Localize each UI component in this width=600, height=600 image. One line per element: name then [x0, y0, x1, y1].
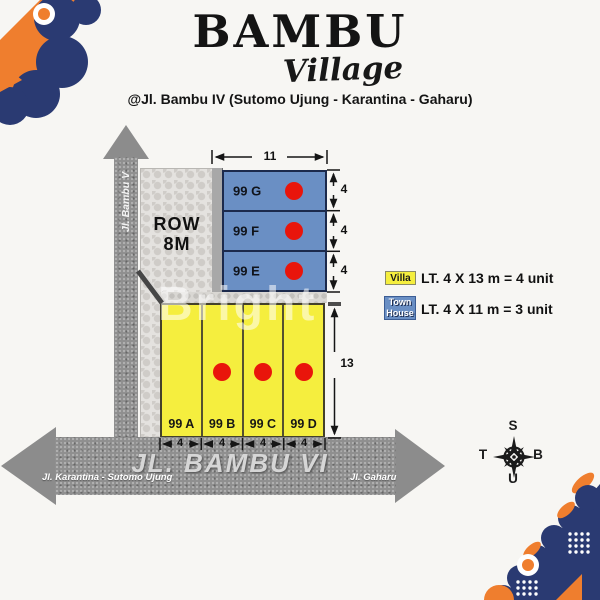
legend-townhouse-text: LT. 4 X 11 m = 3 unit — [421, 301, 553, 317]
legend-townhouse-chip-line1: Town — [388, 297, 412, 307]
compass-north-label: U — [508, 471, 518, 486]
page-title-script: Village — [282, 49, 404, 91]
sold-dot — [285, 182, 303, 200]
legend-villa-text: LT. 4 X 13 m = 4 unit — [421, 270, 554, 286]
row-label-line2: 8M — [163, 233, 191, 254]
corner-decoration-bottom-right — [484, 472, 600, 600]
lot-99c: 99 C — [244, 305, 285, 436]
lot-label: 99 D — [290, 417, 317, 431]
villa-block: 99 A 99 B 99 C 99 D — [160, 303, 325, 438]
address-line: @Jl. Bambu IV (Sutomo Ujung - Karantina … — [127, 91, 473, 107]
compass-rose-icon — [493, 436, 535, 478]
horizontal-road-left-label: Jl. Karantina - Sutomo Ujung — [42, 472, 173, 483]
sold-dot — [213, 363, 232, 381]
dim-width-99c: 4 — [259, 437, 267, 449]
horizontal-road-right-label: Jl. Gaharu — [350, 472, 397, 483]
vertical-road-arrowhead — [103, 125, 149, 159]
row-label: ROW 8M — [144, 214, 210, 255]
lot-label: 99 B — [208, 417, 236, 431]
page-title: BAMBU — [192, 5, 408, 58]
corner-decoration-top-left — [0, 0, 101, 125]
townhouse-block: 99 G 99 F 99 E — [222, 170, 327, 292]
lot-99f: 99 F — [224, 212, 325, 252]
row-label-line1: ROW — [153, 214, 201, 234]
lot-99d: 99 D — [284, 305, 323, 436]
lot-99g: 99 G — [224, 172, 325, 212]
dim-villa-depth: 13 — [340, 356, 354, 370]
dim-width-99d: 4 — [300, 437, 308, 449]
lot-label: 99 C — [249, 417, 277, 431]
legend-villa-chip: Villa — [385, 271, 416, 285]
dim-townhouse-width: 11 — [263, 149, 277, 163]
legend-townhouse-chip: Town House — [384, 296, 416, 320]
compass-south-label: S — [508, 418, 518, 433]
lot-label: 99 E — [233, 263, 260, 279]
dim-width-99b: 4 — [218, 437, 226, 449]
alley-horizontal — [160, 292, 327, 303]
compass-east-label: T — [478, 447, 488, 462]
lot-99b: 99 B — [203, 305, 244, 436]
dim-width-99a: 4 — [176, 437, 184, 449]
vertical-road-label: Jl. Bambu V — [120, 171, 132, 233]
lot-label: 99 A — [168, 417, 195, 431]
lot-99e: 99 E — [224, 252, 325, 290]
horizontal-road-arrowhead-right — [395, 429, 445, 503]
lot-label: 99 G — [233, 183, 262, 199]
legend-townhouse-chip-line2: House — [386, 307, 414, 318]
sold-dot — [285, 222, 303, 240]
horizontal-road-arrowhead-left — [1, 427, 56, 505]
dim-depth-99g: 4 — [340, 182, 348, 196]
compass-west-label: B — [533, 447, 543, 462]
sold-dot — [294, 363, 313, 381]
sold-dot — [285, 262, 303, 280]
horizontal-road — [55, 437, 396, 495]
sold-dot — [253, 363, 272, 381]
horizontal-road-label: JL. BAMBU VI — [131, 448, 329, 478]
lot-99a: 99 A — [162, 305, 203, 436]
row-paver-strip — [140, 291, 163, 439]
dim-depth-99f: 4 — [340, 223, 348, 237]
lot-label: 99 F — [233, 223, 260, 239]
dim-depth-99e: 4 — [340, 263, 348, 277]
watermark: Bright — [158, 278, 318, 331]
